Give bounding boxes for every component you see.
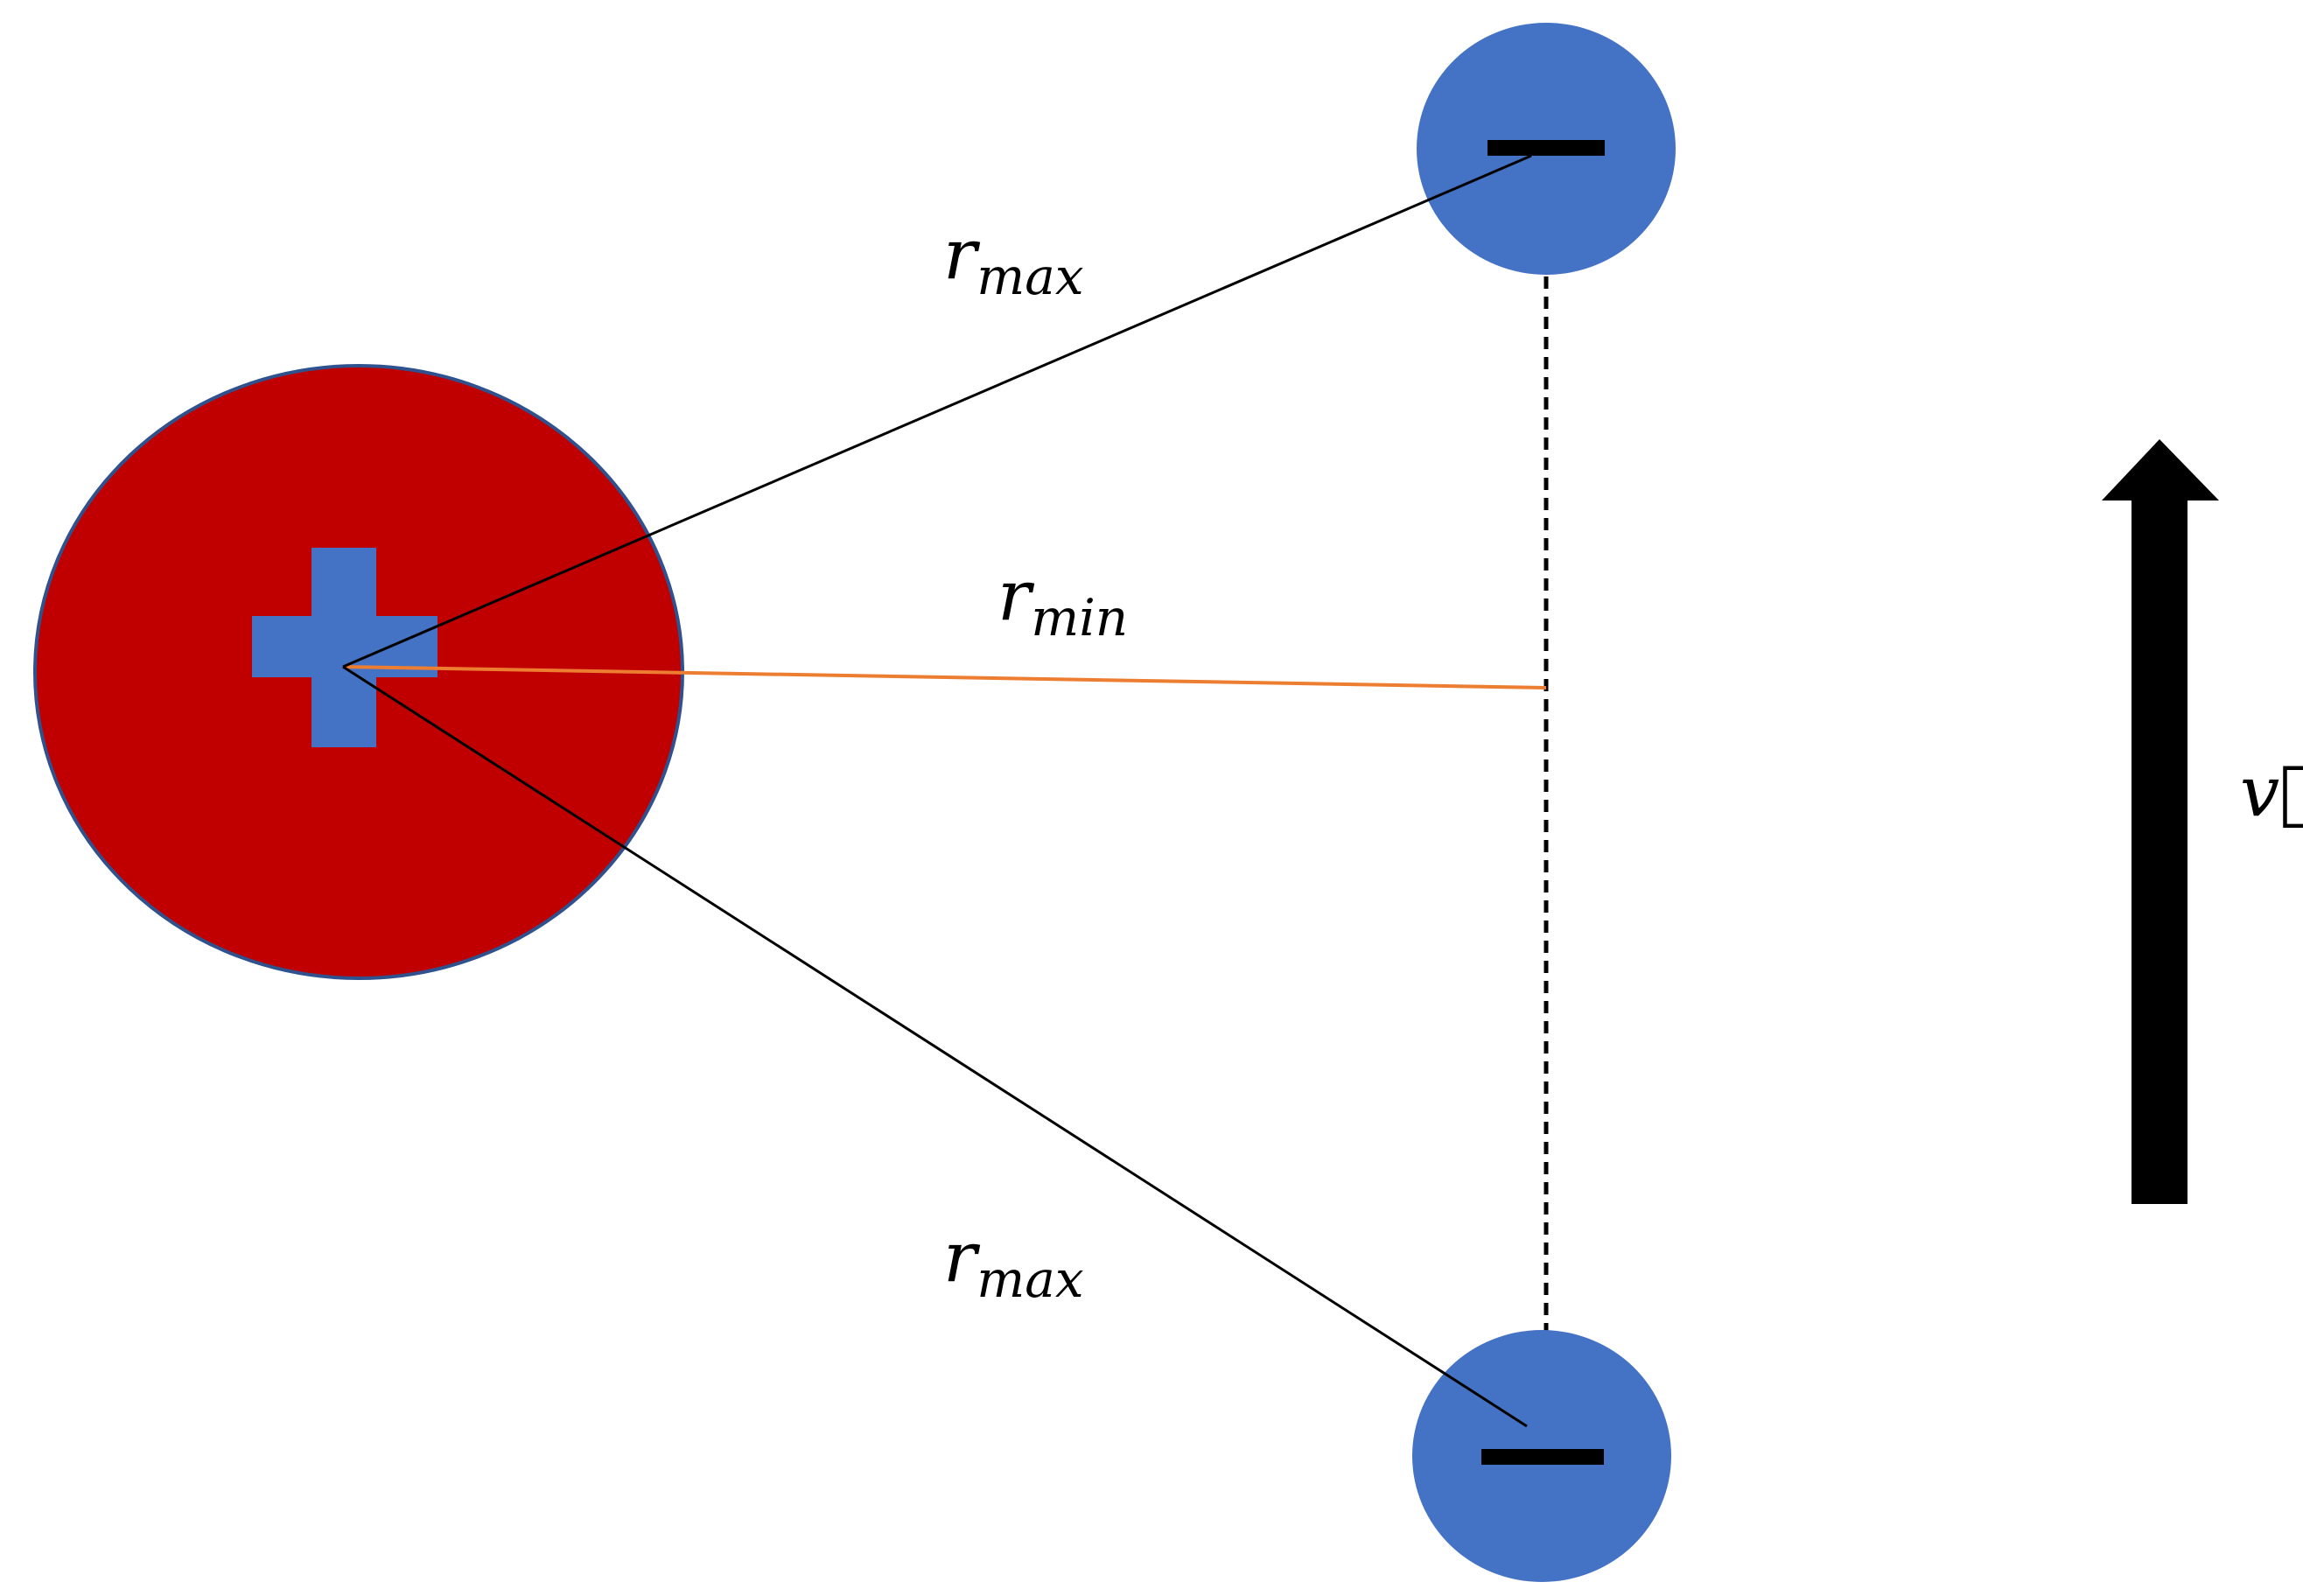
up-arrow-icon <box>2102 439 2219 500</box>
velocity-arrow-shaft <box>2132 490 2188 1204</box>
minus-icon <box>1481 1449 1604 1465</box>
r-min-label: rmin <box>998 555 1128 648</box>
negative-charge-top <box>1417 23 1676 275</box>
r-min-line <box>342 665 1547 690</box>
r-max-line-top <box>342 154 1532 668</box>
velocity-label: v⃗ <box>2240 751 2303 832</box>
r-max-line-bottom <box>342 665 1528 1428</box>
velocity-arrow <box>2102 439 2219 1204</box>
negative-charge-bottom <box>1412 1330 1671 1582</box>
minus-icon <box>1488 140 1605 156</box>
r-max-label-bottom: rmax <box>943 1216 1084 1309</box>
r-max-label-top: rmax <box>943 214 1084 306</box>
